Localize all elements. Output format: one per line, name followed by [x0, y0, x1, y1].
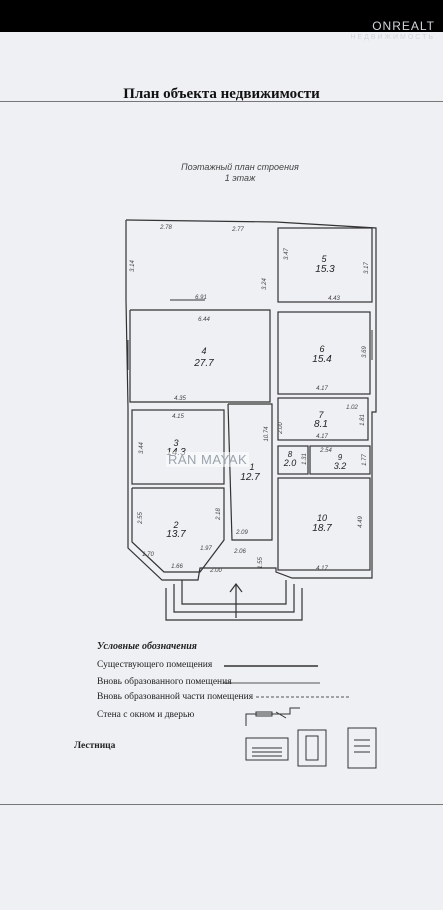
dim-label: 2.09 — [235, 530, 248, 536]
outer-wall — [125, 219, 377, 581]
dim-label: 1.02 — [346, 405, 358, 411]
dim-label: 4.17 — [316, 386, 328, 392]
dim-label: 1.66 — [171, 564, 183, 570]
dim-label: 2.54 — [319, 448, 332, 454]
room-9-area: 3.2 — [334, 461, 347, 471]
room-6-area: 15.4 — [312, 354, 332, 365]
document-sheet — [0, 32, 443, 910]
room-7-number: 7 — [318, 410, 324, 420]
room-2-number: 2 — [172, 520, 178, 530]
room-8-number: 8 — [288, 450, 293, 459]
dim-label: 4.17 — [316, 434, 328, 440]
room-3-walls — [131, 409, 225, 485]
legend-item: Вновь образованного помещения — [97, 677, 232, 687]
dim-label: 2.06 — [233, 549, 246, 555]
dim-label: 2.00 — [209, 568, 222, 574]
room-9-number: 9 — [338, 453, 343, 462]
dim-label: 4.43 — [328, 296, 340, 302]
dim-label: 6.44 — [198, 317, 210, 323]
dim-label: 1.77 — [362, 454, 368, 466]
legend-item: Существующего помещения — [97, 660, 213, 670]
dim-label: 2.18 — [216, 508, 222, 521]
plan-subtitle: Поэтажный план строения 1 этаж — [181, 162, 299, 183]
dim-label: 3.14 — [130, 260, 136, 272]
porch-step-1 — [165, 588, 303, 621]
watermark-stamp: RAN MAYAK — [166, 452, 250, 467]
dim-label: 1.31 — [302, 453, 308, 465]
header-rule — [0, 101, 443, 102]
dim-label: 4.35 — [174, 396, 186, 402]
dim-label: 4.17 — [316, 566, 328, 572]
dim-label: 2.55 — [138, 512, 144, 525]
room-4-number: 4 — [201, 346, 206, 356]
room-2-walls — [131, 487, 225, 573]
room-8-area: 2.0 — [283, 458, 297, 468]
room-10-area: 18.7 — [312, 523, 332, 534]
dim-label: 3.17 — [364, 262, 370, 274]
dim-label: 3.69 — [362, 346, 368, 358]
legend-item: Вновь образованной части помещения — [97, 692, 254, 702]
legend-title: Условные обозначения — [97, 641, 197, 652]
room-10-number: 10 — [317, 513, 327, 523]
room-9-walls — [309, 445, 371, 475]
porch-step-3 — [181, 580, 287, 605]
dim-label: 1.70 — [142, 552, 154, 558]
watermark-logo: ONREALT НЕДВИЖИМОСТЬ — [350, 19, 435, 41]
dim-label: 2.00 — [278, 422, 284, 435]
page-title: План объекта недвижимости — [123, 86, 320, 102]
dim-label: 3.24 — [262, 278, 268, 290]
dim-label: 4.49 — [358, 516, 364, 528]
room-1-area: 12.7 — [240, 472, 260, 483]
dim-label: 2.78 — [159, 225, 172, 231]
room-1-number: 1 — [249, 462, 254, 472]
dim-label: 2.77 — [231, 227, 244, 233]
dim-label: 4.15 — [172, 414, 184, 420]
wall-openings — [127, 299, 373, 530]
legend-wall-icon — [245, 707, 300, 726]
room-4-area: 27.7 — [193, 358, 214, 369]
legend-item: Стена с окном и дверью — [97, 710, 195, 720]
room-6-walls — [277, 311, 371, 395]
room-10-walls — [277, 477, 371, 571]
dim-label: 10.74 — [264, 426, 270, 442]
dim-label: 1.81 — [360, 414, 366, 426]
dim-label: 1.97 — [200, 546, 212, 552]
dim-label: 6.91 — [195, 295, 207, 301]
room-3-number: 3 — [173, 438, 178, 448]
room-4-walls — [129, 309, 271, 403]
entry-arrow-icon — [229, 583, 243, 618]
dim-label: 3.44 — [139, 442, 145, 454]
room-2-area: 13.7 — [166, 529, 186, 540]
dim-label: 1.55 — [258, 557, 264, 569]
room-6-number: 6 — [319, 344, 324, 354]
porch-step-2 — [173, 584, 295, 613]
room-7-walls — [277, 397, 369, 441]
room-5-area: 15.3 — [315, 264, 335, 275]
dim-label: 3.47 — [284, 248, 290, 260]
room-8-walls — [277, 445, 309, 475]
room-7-area: 8.1 — [314, 419, 328, 430]
stairs-label: Лестница — [74, 741, 116, 751]
room-1-walls — [227, 403, 273, 541]
footer-rule — [0, 804, 443, 805]
room-5-walls — [277, 227, 373, 303]
room-5-number: 5 — [321, 254, 327, 264]
stairs-icon — [245, 727, 377, 769]
